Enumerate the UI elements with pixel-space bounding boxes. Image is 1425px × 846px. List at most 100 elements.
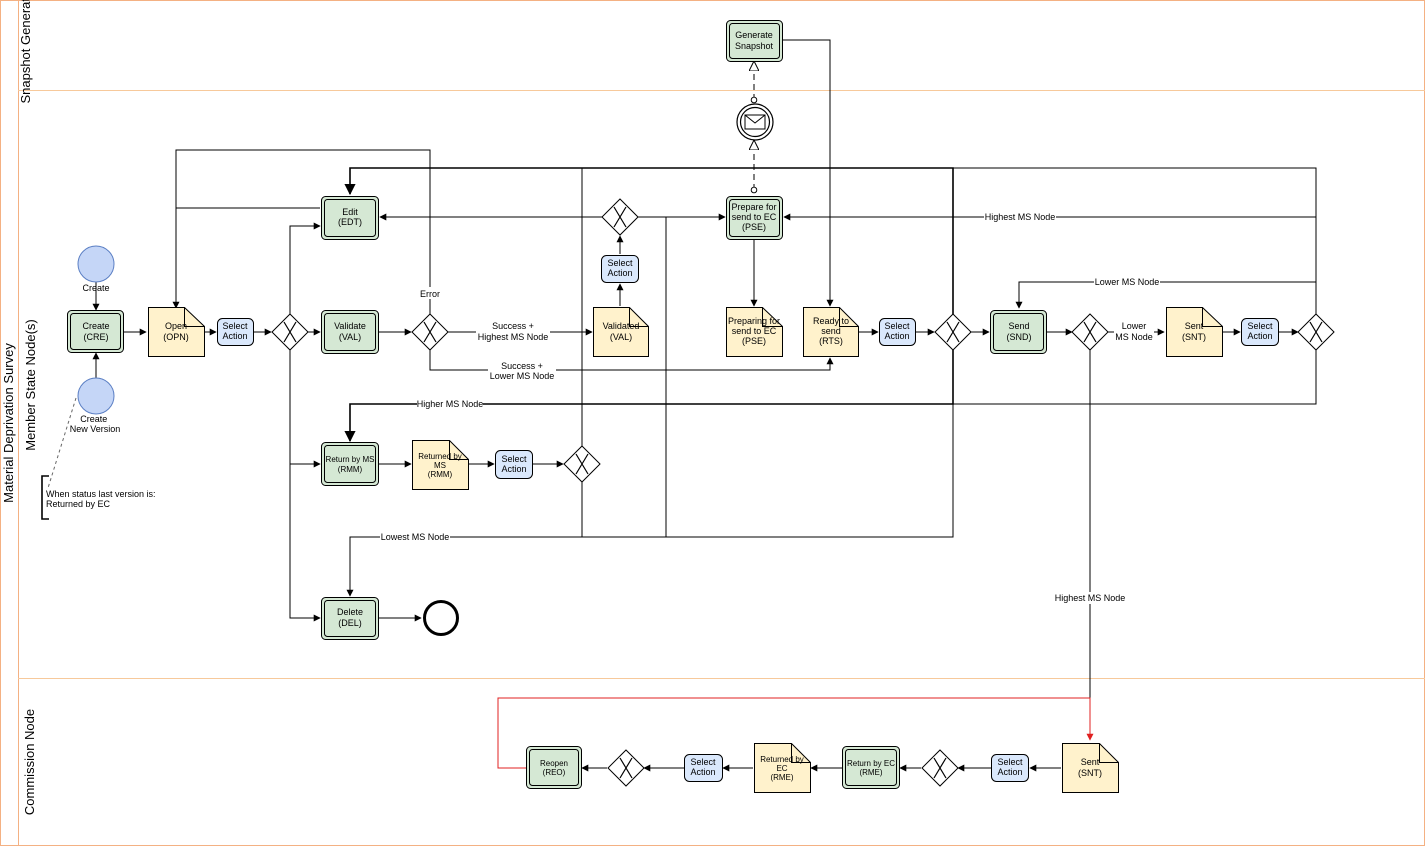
- edge-gateway-delete: [289, 464, 321, 622]
- gateway-ec-first[interactable]: [921, 749, 959, 787]
- svg-text:Send(SND): Send(SND): [1007, 321, 1032, 342]
- gateway-send[interactable]: [1071, 313, 1109, 351]
- svg-text:Reopen(REO): Reopen(REO): [540, 759, 568, 777]
- edge-gateway3-edit: [344, 167, 954, 314]
- svg-text:Return by MS(RMM): Return by MS(RMM): [326, 455, 375, 474]
- svg-text:Sent(SNT): Sent(SNT): [1078, 757, 1102, 778]
- doc-sent[interactable]: Sent(SNT): [1166, 307, 1223, 357]
- edge-error: [172, 149, 431, 314]
- label-higher-ms: Higher MS Node: [417, 398, 484, 410]
- edge-gateway-rmm: [289, 350, 321, 468]
- lane-title-member-state: Member State Node(s): [23, 319, 38, 451]
- label-error: Error: [418, 287, 442, 299]
- edge-lower-ms-send: [1015, 281, 1317, 314]
- task-delete[interactable]: Delete(DEL): [321, 597, 379, 640]
- svg-text:Success +: Success +: [501, 361, 543, 371]
- svg-text:Lower MS Node: Lower MS Node: [1095, 277, 1160, 287]
- svg-text:Highest MS Node: Highest MS Node: [478, 332, 549, 342]
- task-return-by-ms[interactable]: Return by MS(RMM): [321, 442, 379, 486]
- edge-labels: Error Success + Highest MS Node Success …: [380, 211, 1160, 604]
- edge-highest-pse: [783, 213, 1317, 314]
- end-event[interactable]: [423, 600, 459, 636]
- gateway-open[interactable]: [271, 313, 309, 351]
- label-lowest-ms: Lowest MS Node: [380, 531, 450, 543]
- edge-gateway3-delete: [346, 350, 954, 597]
- svg-text:Lower: Lower: [1122, 321, 1147, 331]
- svg-text:MS Node: MS Node: [1115, 332, 1153, 342]
- gateway-rts[interactable]: [934, 313, 972, 351]
- task-return-by-ec[interactable]: Return by EC(RME): [842, 746, 900, 789]
- start-event-new-version-label: Create New Version: [70, 414, 121, 434]
- label-highest-ms-down: Highest MS Node: [1054, 592, 1126, 604]
- svg-text:Sent(SNT): Sent(SNT): [1182, 321, 1206, 342]
- pool-title: Material Deprivation Survey: [1, 343, 16, 503]
- edge-gateway5-bottom: [953, 350, 1317, 405]
- start-event-new-version[interactable]: [77, 377, 115, 415]
- edge-generate-rts: [782, 39, 834, 307]
- svg-text:Edit(EDT): Edit(EDT): [338, 207, 362, 227]
- annotation-text: When status last version is: Returned by…: [46, 489, 158, 509]
- task-edit[interactable]: Edit(EDT): [321, 196, 379, 240]
- svg-text:Delete(DEL): Delete(DEL): [337, 607, 363, 628]
- edge-success-lower: [429, 350, 834, 371]
- edge-gateway5-top: [953, 167, 1317, 314]
- task-send[interactable]: Send(SND): [990, 310, 1047, 354]
- message-event[interactable]: [736, 103, 774, 141]
- svg-text:Create(CRE): Create(CRE): [82, 321, 109, 342]
- label-lower-ms-top: Lower MS Node: [1094, 276, 1160, 288]
- doc-validated[interactable]: Validated(VAL): [593, 307, 649, 357]
- edge-reopen-snt: [497, 697, 1094, 769]
- edges: [47, 39, 1317, 772]
- envelope-icon: [744, 114, 766, 130]
- svg-text:Highest MS Node: Highest MS Node: [1055, 593, 1126, 603]
- label-highest-ms: Highest MS Node: [984, 211, 1056, 223]
- gateway-rmm[interactable]: [563, 445, 601, 483]
- label-success-lower: Success + Lower MS Node: [488, 359, 556, 383]
- task-create[interactable]: Create(CRE): [67, 310, 124, 353]
- doc-sent-ec[interactable]: Sent(SNT): [1062, 743, 1119, 793]
- doc-open[interactable]: Open(OPN): [148, 307, 205, 357]
- svg-text:Error: Error: [420, 289, 440, 299]
- edge-gateway-edit: [289, 222, 321, 314]
- gateway-ec-second[interactable]: [607, 749, 645, 787]
- label-lower-ms-mid: Lower MS Node: [1114, 320, 1154, 344]
- lane-title-snapshot-generator: Snapshot Generator: [18, 0, 33, 104]
- annotation-bracket: [41, 475, 49, 520]
- svg-text:Validate(VAL): Validate(VAL): [334, 321, 366, 342]
- task-validate[interactable]: Validate(VAL): [321, 310, 379, 354]
- start-event-create[interactable]: [77, 245, 115, 283]
- gateway-sent[interactable]: [1297, 313, 1335, 351]
- gateway-validated[interactable]: [601, 198, 639, 236]
- start-event-create-label: Create: [82, 283, 109, 293]
- svg-text:Lower MS Node: Lower MS Node: [490, 371, 555, 381]
- svg-text:Higher MS Node: Higher MS Node: [417, 399, 484, 409]
- annotation-link: [47, 397, 77, 489]
- label-success-highest: Success + Highest MS Node: [476, 320, 550, 344]
- gateway-validate[interactable]: [411, 313, 449, 351]
- task-reopen[interactable]: Reopen(REO): [526, 746, 582, 789]
